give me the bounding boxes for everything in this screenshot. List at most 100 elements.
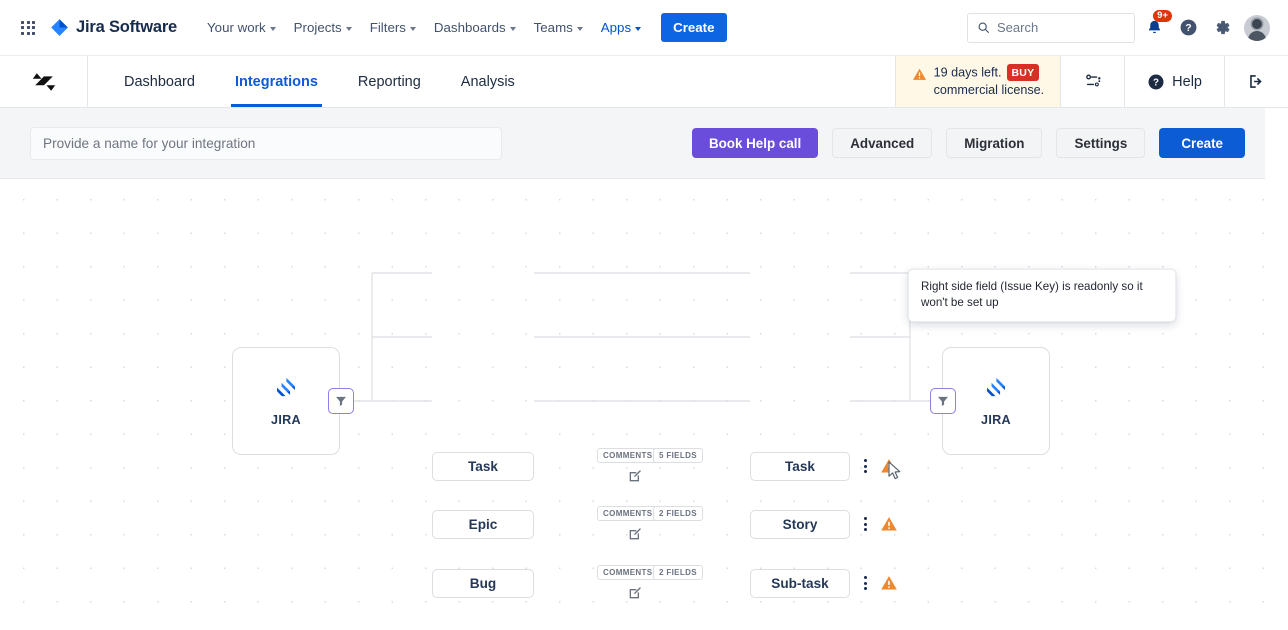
row-badge-comments[interactable]: COMMENTS: [597, 565, 659, 580]
app-tabs: Dashboard Integrations Reporting Analysi…: [88, 56, 535, 107]
search-icon: [978, 22, 989, 33]
row-warning-icon[interactable]: [880, 457, 898, 480]
jira-diamond-icon: [51, 19, 68, 36]
chevron-down-icon: [269, 26, 276, 31]
create-integration-button[interactable]: Create: [1159, 128, 1245, 158]
right-issue-type-sub-task[interactable]: Sub-task: [750, 569, 850, 598]
integration-name-input[interactable]: [30, 126, 502, 160]
canvas-bottom-strip: [0, 609, 1288, 630]
buy-button[interactable]: BUY: [1006, 64, 1040, 82]
chevron-down-icon: [635, 26, 642, 31]
nav-item-label: Dashboards: [433, 20, 506, 35]
left-issue-type-epic[interactable]: Epic: [432, 510, 534, 539]
help-link[interactable]: ? Help: [1125, 56, 1225, 107]
help-circle-icon: ?: [1148, 74, 1164, 89]
notification-badge: 9+: [1153, 9, 1172, 23]
notifications-button[interactable]: 9+: [1139, 9, 1172, 43]
global-navigation-bar: Jira Software Your work Projects Filters…: [0, 0, 1288, 56]
left-filter-button[interactable]: [328, 388, 354, 414]
row-edit-button[interactable]: [627, 468, 643, 489]
right-issue-type-story[interactable]: Story: [750, 510, 850, 539]
create-button[interactable]: Create: [661, 13, 727, 42]
help-label: Help: [1172, 73, 1202, 90]
help-button[interactable]: ?: [1173, 13, 1203, 43]
row-warning-icon[interactable]: [880, 574, 898, 597]
tab-analysis[interactable]: Analysis: [460, 73, 515, 90]
row-edit-button[interactable]: [627, 526, 643, 547]
row-badge-fields[interactable]: 2 FIELDS: [653, 506, 703, 521]
chevron-down-icon: [345, 26, 352, 31]
advanced-button[interactable]: Advanced: [832, 128, 933, 158]
brand-logo-link[interactable]: Jira Software: [50, 18, 177, 37]
edit-pencil-icon: [629, 470, 641, 482]
left-system-label: JIRA: [271, 413, 301, 427]
license-days-left: 19 days left.: [933, 65, 1002, 80]
bell-icon: [1148, 20, 1160, 34]
edit-pencil-icon: [629, 587, 641, 599]
jira-logo-icon: [277, 377, 295, 397]
row-badge-comments[interactable]: COMMENTS: [597, 506, 659, 521]
migration-button[interactable]: Migration: [946, 128, 1043, 158]
row-badge-fields[interactable]: 2 FIELDS: [653, 565, 703, 580]
tab-dashboard[interactable]: Dashboard: [124, 73, 195, 90]
logout-button[interactable]: [1225, 56, 1288, 107]
app-nav-right-actions: 19 days left.BUY commercial license. ? H…: [894, 56, 1288, 107]
nav-item-label: Filters: [369, 20, 406, 35]
book-help-call-button[interactable]: Book Help call: [691, 128, 819, 158]
license-text: 19 days left.BUY commercial license.: [933, 64, 1044, 99]
edit-pencil-icon: [629, 528, 641, 540]
settings-button[interactable]: [1207, 13, 1237, 43]
jira-logo-icon: [987, 377, 1005, 397]
row-edit-button[interactable]: [627, 585, 643, 606]
search-input[interactable]: Search: [967, 12, 1135, 43]
row-badge-comments[interactable]: COMMENTS: [597, 448, 659, 463]
exalate-logo-button[interactable]: [0, 56, 88, 107]
left-issue-type-bug[interactable]: Bug: [432, 569, 534, 598]
logout-icon: [1250, 75, 1262, 88]
row-more-menu-button[interactable]: [864, 576, 868, 591]
primary-nav-items: Your work Projects Filters Dashboards Te…: [199, 14, 649, 41]
left-system-node[interactable]: JIRA: [232, 347, 340, 455]
connection-edges: [354, 272, 930, 402]
tab-reporting[interactable]: Reporting: [357, 73, 421, 90]
right-system-label: JIRA: [981, 413, 1011, 427]
filter-funnel-icon: [938, 396, 948, 406]
search-placeholder: Search: [997, 20, 1039, 35]
nav-item-filters[interactable]: Filters: [362, 14, 424, 41]
license-notice[interactable]: 19 days left.BUY commercial license.: [894, 56, 1062, 107]
gear-icon: [1216, 20, 1229, 35]
brand-label: Jira Software: [76, 18, 178, 36]
left-issue-type-task[interactable]: Task: [432, 452, 534, 481]
nav-item-label: Your work: [207, 20, 266, 35]
nav-item-your-work[interactable]: Your work: [199, 14, 284, 41]
row-warning-icon[interactable]: [880, 515, 898, 538]
nav-item-apps[interactable]: Apps: [593, 14, 649, 41]
avatar[interactable]: [1244, 14, 1270, 41]
chevron-down-icon: [576, 26, 583, 31]
warning-triangle-icon: [881, 517, 897, 531]
row-more-menu-button[interactable]: [864, 459, 868, 474]
app-navigation-bar: Dashboard Integrations Reporting Analysi…: [0, 56, 1288, 108]
help-circle-icon: ?: [1180, 19, 1196, 36]
nav-item-label: Teams: [533, 20, 573, 35]
nav-item-label: Projects: [293, 20, 342, 35]
warning-triangle-icon: [912, 68, 926, 80]
row-more-menu-button[interactable]: [864, 517, 868, 532]
svg-text:?: ?: [1185, 23, 1191, 34]
right-filter-button[interactable]: [930, 388, 956, 414]
tab-integrations[interactable]: Integrations: [215, 56, 338, 107]
app-switcher-button[interactable]: [14, 14, 42, 42]
integration-mapping-canvas[interactable]: JIRA Task COMMENTS 5 FIELDS Task Epic CO…: [0, 179, 1288, 609]
filter-funnel-icon: [336, 396, 346, 406]
nav-item-teams[interactable]: Teams: [526, 14, 591, 41]
right-system-node[interactable]: JIRA: [942, 347, 1050, 455]
warning-triangle-icon: [881, 459, 897, 473]
nav-item-projects[interactable]: Projects: [286, 14, 360, 41]
row-badge-fields[interactable]: 5 FIELDS: [653, 448, 703, 463]
chevron-down-icon: [409, 26, 416, 31]
grid-apps-icon: [21, 20, 35, 35]
right-issue-type-task[interactable]: Task: [750, 452, 850, 481]
settings-button[interactable]: Settings: [1056, 128, 1146, 158]
admin-settings-button[interactable]: [1061, 56, 1126, 107]
nav-item-dashboards[interactable]: Dashboards: [426, 14, 524, 41]
